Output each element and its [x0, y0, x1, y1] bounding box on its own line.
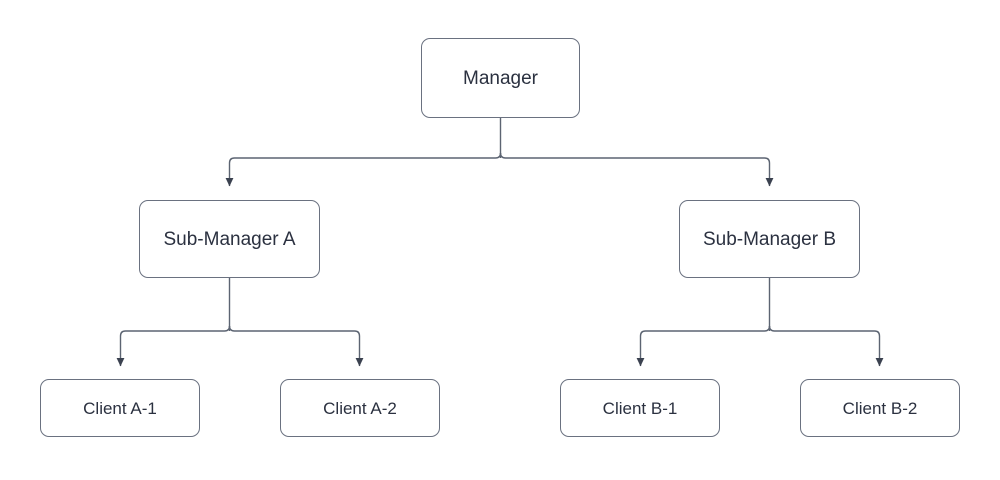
node-sub-manager-a-label: Sub-Manager A	[163, 228, 296, 250]
connector-manager-to-sub-manager-a	[225, 152, 502, 187]
node-sub-manager-a[interactable]: Sub-Manager A	[139, 200, 320, 278]
node-manager-label: Manager	[463, 67, 538, 89]
node-client-b-1-label: Client B-1	[602, 398, 678, 418]
connector-sub-manager-b-to-client-b-1	[636, 325, 771, 367]
node-client-a-1-label: Client A-1	[83, 398, 157, 418]
node-client-b-1[interactable]: Client B-1	[560, 379, 720, 437]
node-client-a-2-label: Client A-2	[323, 398, 397, 418]
node-client-b-2-label: Client B-2	[842, 398, 918, 418]
node-client-a-2[interactable]: Client A-2	[280, 379, 440, 437]
connector-manager-to-sub-manager-b	[499, 152, 774, 187]
node-sub-manager-b-label: Sub-Manager B	[702, 228, 837, 250]
node-client-a-1[interactable]: Client A-1	[40, 379, 200, 437]
node-client-b-2[interactable]: Client B-2	[800, 379, 960, 437]
connector-sub-manager-b-to-client-b-2	[768, 325, 884, 367]
node-sub-manager-b[interactable]: Sub-Manager B	[679, 200, 860, 278]
node-manager[interactable]: Manager	[421, 38, 580, 118]
connector-sub-manager-a-to-client-a-2	[228, 325, 364, 367]
connector-sub-manager-a-to-client-a-1	[116, 325, 231, 367]
